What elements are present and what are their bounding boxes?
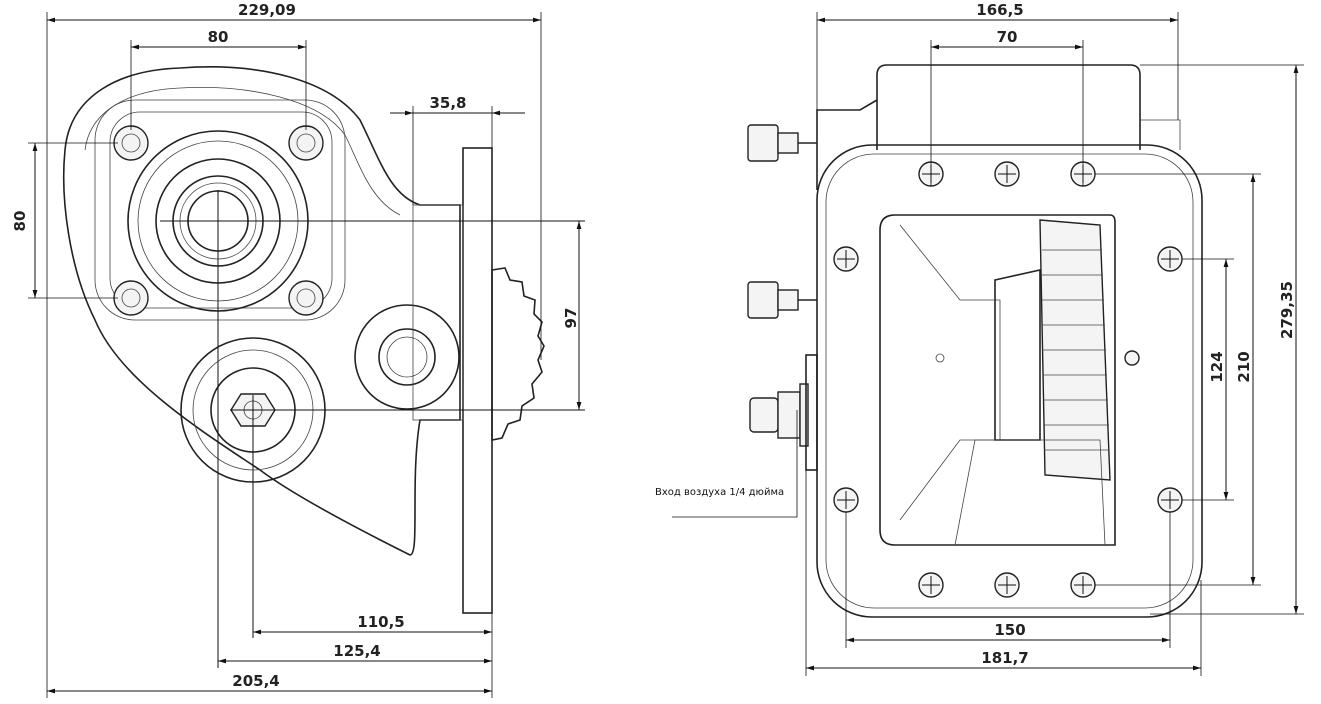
bolt-icon	[113, 125, 149, 161]
dim-rv-hole-spacing-v-outer: 210	[1095, 173, 1261, 586]
dim-output-to-flange: 110,5	[253, 613, 493, 698]
dim-overall-width-top: 229,09	[46, 1, 542, 698]
gear-icon	[491, 267, 545, 441]
dim-label: 80	[208, 28, 229, 46]
flange-bolts	[113, 125, 324, 316]
dim-label: 97	[562, 308, 580, 329]
dim-label: 229,09	[238, 1, 296, 19]
left-centerlines	[160, 190, 585, 668]
dim-bolt-spacing-v: 80	[11, 142, 118, 299]
dim-label: 210	[1235, 351, 1253, 382]
left-view-housing	[62, 66, 461, 556]
dim-label: 125,4	[333, 642, 380, 660]
dim-flange-offset: 35,8	[390, 94, 525, 205]
dim-overall-width-bottom: 205,4	[47, 672, 492, 694]
fittings	[747, 124, 818, 471]
dim-label: 181,7	[981, 649, 1028, 667]
dim-label: 279,35	[1278, 281, 1296, 339]
dim-rv-overall-width-bottom: 181,7	[805, 470, 1202, 676]
dim-label: 150	[994, 621, 1025, 639]
dim-label: 110,5	[357, 613, 404, 631]
dim-label: 166,5	[976, 1, 1023, 19]
dim-label: 205,4	[232, 672, 279, 690]
air-inlet-label: Вход воздуха 1/4 дюйма	[655, 487, 784, 498]
dim-bolt-spacing-h: 80	[130, 28, 307, 130]
mounting-holes	[833, 161, 1183, 598]
dim-rv-overall-width-top: 166,5	[816, 1, 1179, 120]
dim-shaft-center: 97	[562, 221, 582, 410]
air-inlet-fitting-icon	[749, 354, 818, 471]
dim-rv-hole-spacing-h: 150	[845, 512, 1171, 648]
dim-label: 124	[1208, 351, 1226, 382]
bolt-icon	[288, 280, 324, 316]
bolt-icon	[113, 280, 149, 316]
right-view-top-housing	[816, 64, 1181, 190]
side-shaft	[354, 304, 460, 410]
bolt-fitting-icon	[747, 124, 817, 162]
dim-input-to-flange: 125,4	[218, 642, 492, 664]
gear-teeth	[1042, 249, 1109, 451]
dim-label: 35,8	[429, 94, 466, 112]
bolt-icon	[288, 125, 324, 161]
dim-rv-hole-spacing-v-inner: 124	[1182, 258, 1234, 501]
dim-rv-top-hole-spacing: 70	[930, 28, 1084, 186]
dim-label: 70	[997, 28, 1018, 46]
bolt-fitting-icon	[747, 281, 817, 319]
air-inlet-callout: Вход воздуха 1/4 дюйма	[655, 410, 798, 518]
internal-gear	[899, 219, 1140, 546]
right-view-flange	[816, 144, 1203, 618]
dim-label: 80	[11, 211, 29, 232]
dim-rv-overall-height: 279,35	[1140, 64, 1304, 615]
